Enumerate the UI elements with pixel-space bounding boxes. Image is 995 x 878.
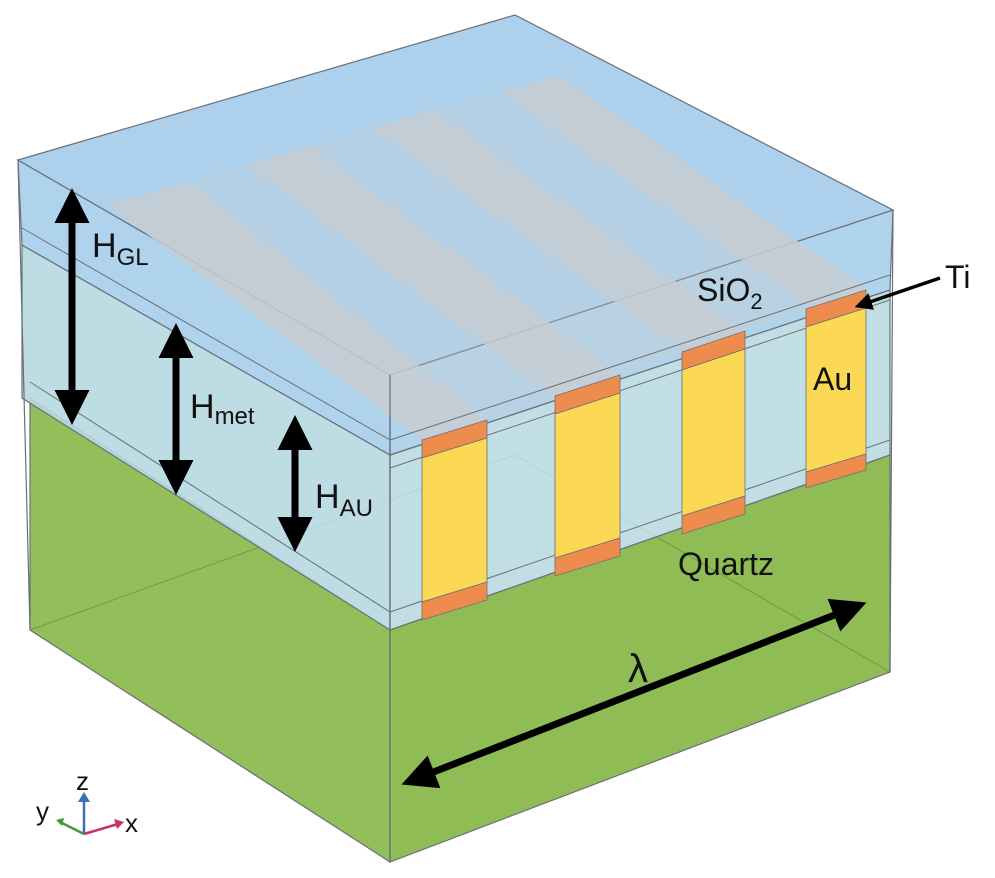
au-bar: [681, 348, 746, 517]
ti-layer-bottom: [681, 495, 746, 535]
h-au-label: HAU: [315, 478, 373, 522]
axis-z-arrowhead: [78, 792, 90, 802]
outline-right-edge: [889, 209, 894, 673]
axis-x-label: x: [125, 808, 138, 838]
grating-bar: [108, 182, 487, 440]
lambda-label: λ: [628, 647, 648, 691]
axis-z-label: z: [76, 766, 89, 796]
ti-pointer-arrow: [854, 276, 941, 310]
outline-left-vertical: [17, 159, 31, 631]
layer-boundary: [389, 274, 891, 441]
ti-layer-bottom: [554, 537, 621, 577]
h-met-label: Hmet: [190, 388, 255, 430]
axis-y-line: [59, 820, 85, 836]
grating-bar: [432, 92, 810, 330]
grating-bar: [190, 165, 555, 420]
ti-label: Ti: [945, 259, 970, 295]
layer-boundary: [29, 381, 391, 613]
grating-bar: [310, 128, 685, 375]
quartz-label: Quartz: [678, 546, 774, 582]
au-bar: [554, 392, 621, 559]
axis-y-label: y: [36, 796, 49, 826]
grating-bars-top: [108, 76, 868, 440]
au-label: Au: [813, 361, 852, 397]
axis-x-line: [83, 822, 119, 836]
grating-bar: [248, 146, 620, 398]
au-bar: [421, 437, 488, 603]
lambda-arrow: [401, 598, 867, 789]
axis-triad: z y x: [36, 766, 138, 838]
grating-bar: [500, 76, 868, 308]
axis-y-arrowhead: [56, 818, 64, 826]
h-gl-label: HGL: [92, 227, 149, 271]
ti-layer-bottom: [805, 453, 867, 489]
sio2-label: SiO2: [697, 272, 763, 314]
grating-bar: [372, 110, 745, 352]
axis-x-arrowhead: [114, 819, 124, 829]
au-bars-front: [421, 289, 867, 621]
